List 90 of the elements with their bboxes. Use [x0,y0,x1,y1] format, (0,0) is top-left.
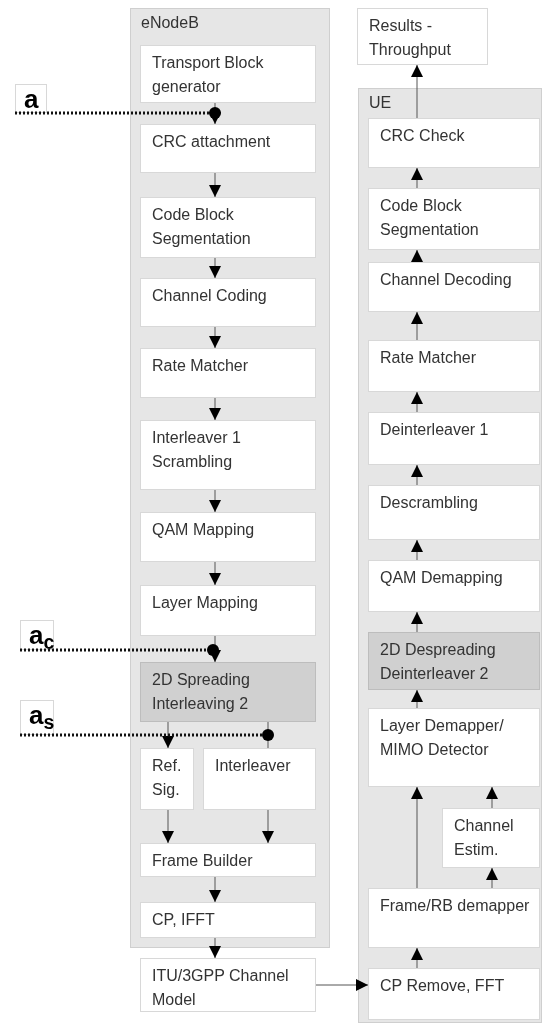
process-box [140,902,316,938]
arrow [411,311,423,341]
box-label: Interleaver [215,756,292,776]
process-box [140,197,316,258]
box-label: Ref. Sig. [152,756,183,800]
box-label: Rate Matcher [380,348,478,368]
box-label: Frame Builder [152,851,254,871]
box-label: Code Block Segmentation [380,196,480,240]
arrow [411,786,423,889]
process-box [140,843,316,877]
arrow [209,257,221,279]
box-label: CP, IFFT [152,910,216,930]
box-label: Results - Throughput [369,16,452,60]
arrow [486,867,498,889]
arrow [411,249,423,263]
process-box [140,662,316,722]
box-label: Channel Coding [152,286,268,306]
process-box [368,632,540,690]
box-label: CP Remove, FFT [380,976,506,996]
process-box [140,420,316,490]
arrow [209,172,221,198]
process-box [368,968,540,1020]
arrow [209,397,221,421]
process-box [368,118,540,168]
signal-label [15,84,47,113]
box-label: ITU/3GPP Channel Model [152,966,290,1010]
process-box [203,748,316,810]
signal-name: a [24,85,39,113]
process-box [140,348,316,398]
process-box [140,512,316,562]
process-box [368,340,540,392]
box-label: Deinterleaver 1 [380,420,490,440]
process-box [368,485,540,540]
process-box [140,585,316,636]
arrow [209,635,221,663]
process-box [368,708,540,787]
arrow [209,937,221,959]
box-label: CRC Check [380,126,466,146]
box-label: Channel Estim. [454,816,515,860]
box-label: Frame/RB demapper [380,896,531,916]
box-label: 2D Despreading Deinterleaver 2 [380,640,497,684]
arrow [209,876,221,903]
arrow [209,561,221,586]
process-box [140,958,316,1012]
signal-name: a$_{c}$ [29,621,55,649]
arrow [411,947,423,969]
arrow [315,979,369,991]
signal-name: a$_{s}$ [29,701,55,729]
arrow [486,786,498,809]
group-title: eNodeB [141,13,199,33]
arrow [411,64,423,119]
box-label: Layer Demapper/ MIMO Detector [380,716,505,760]
process-box [368,188,540,250]
group-panel [130,8,330,948]
process-box [140,748,194,810]
process-box [368,412,540,465]
arrow [209,489,221,513]
box-label: 2D Spreading Interleaving 2 [152,670,251,714]
arrow [209,326,221,349]
arrow [262,809,274,844]
arrow [162,721,174,749]
signal-label [20,620,54,650]
arrow [411,167,423,189]
box-label: Code Block Segmentation [152,205,252,249]
arrow [162,809,174,844]
group-title: UE [369,93,392,113]
process-box [357,8,488,65]
box-label: QAM Demapping [380,568,504,588]
box-label: QAM Mapping [152,520,256,540]
box-label: Channel Decoding [380,270,513,290]
process-box [140,278,316,327]
group-panel [358,88,542,1023]
box-label: Layer Mapping [152,593,259,613]
box-label: Transport Block generator [152,53,265,97]
box-label: CRC attachment [152,132,272,152]
process-box [140,124,316,173]
process-box [368,262,540,312]
signal-label [20,700,54,735]
arrow [411,611,423,633]
process-box [442,808,540,868]
box-label: Rate Matcher [152,356,250,376]
arrow [411,464,423,486]
process-box [140,45,316,103]
process-box [368,888,540,948]
box-label: Interleaver 1 Scrambling [152,428,242,472]
arrow [411,689,423,709]
arrow [411,391,423,413]
arrow [411,539,423,561]
process-box [368,560,540,612]
box-label: Descrambling [380,493,479,513]
